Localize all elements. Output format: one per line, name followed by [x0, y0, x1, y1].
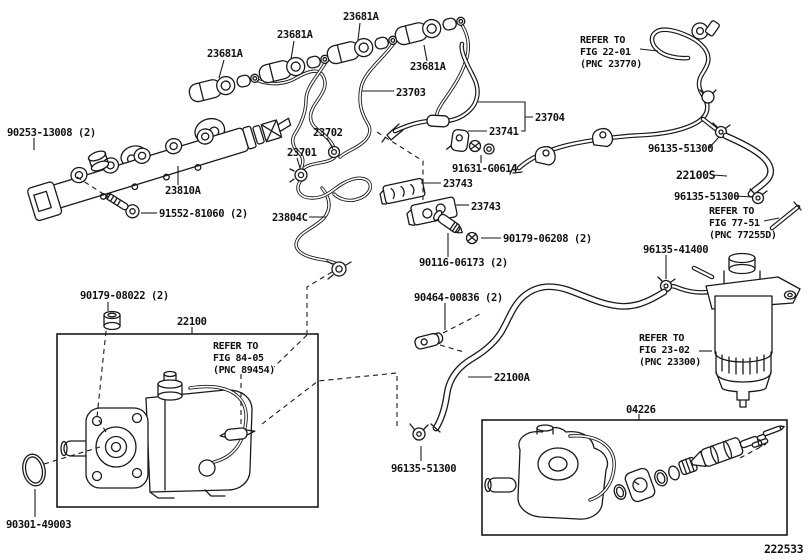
part-label-23702[interactable]: 23702: [313, 127, 343, 139]
injector-holder-icon: [394, 16, 466, 46]
pipe-clamp-icon: [445, 128, 470, 153]
banjo-bolt-icon: [691, 20, 720, 40]
refer-note-fig-22-01: REFER TO FIG 22-01 (PNC 23770): [580, 35, 642, 70]
refer-line: (PNC 77255D): [709, 230, 776, 241]
grommet-nut-icon: [465, 231, 479, 245]
part-label-90179-08022[interactable]: 90179-08022 (2): [80, 290, 169, 302]
part-label-96135-41400[interactable]: 96135-41400: [643, 244, 709, 256]
hose-clip-icon: [409, 423, 429, 441]
part-label-90464-00836[interactable]: 90464-00836 (2): [414, 292, 503, 304]
part-label-23681a[interactable]: 23681A: [277, 29, 314, 41]
part-label-22100[interactable]: 22100: [177, 316, 207, 328]
pump-sensor-icon: [219, 427, 256, 441]
part-label-23743[interactable]: 23743: [471, 201, 501, 213]
leader-lines: [33, 22, 780, 517]
pipe-clip-icon: [699, 89, 717, 104]
grommets-drawing: [379, 177, 479, 245]
refer-line: (PNC 89454): [213, 365, 275, 376]
refer-line: FIG 23-02: [639, 345, 690, 356]
hose-clip-icon: [749, 188, 768, 205]
part-label-96135-51300[interactable]: 96135-51300: [674, 191, 740, 203]
refer-line: REFER TO: [213, 341, 258, 352]
part-label-23681a[interactable]: 23681A: [343, 11, 380, 23]
part-label-96135-51300[interactable]: 96135-51300: [391, 463, 457, 475]
part-label-23681a[interactable]: 23681A: [410, 61, 447, 73]
part-label-22100a[interactable]: 22100A: [494, 372, 531, 384]
part-label-23810a[interactable]: 23810A: [165, 185, 202, 197]
union-bolt-icon: [326, 260, 352, 280]
dashed-lines: [43, 131, 767, 465]
pipe-grommet-icon: [379, 177, 426, 205]
pipe-bracket-icon: [591, 127, 614, 148]
refer-notes: REFER TO FIG 22-01 (PNC 23770) REFER TO …: [213, 35, 777, 376]
refer-line: FIG 84-05: [213, 353, 264, 364]
refer-note-fig-23-02: REFER TO FIG 23-02 (PNC 23300): [639, 333, 701, 368]
injection-pump-drawing: [60, 370, 256, 499]
refer-line: REFER TO: [580, 35, 625, 46]
pipe-nut-icon: [294, 168, 308, 182]
part-labels: 90253-13008 (2) 23681A 23681A 23681A 236…: [6, 11, 804, 556]
injection-pipes-drawing: [254, 23, 470, 280]
refer-line: (PNC 23300): [639, 357, 701, 368]
fuel-filter-drawing: [657, 252, 801, 408]
part-label-91552-81060[interactable]: 91552-81060 (2): [159, 208, 248, 220]
clamp-bolt-icon: [468, 139, 495, 155]
kit-parts-drawing: [613, 425, 785, 503]
part-label-23741[interactable]: 23741: [489, 126, 519, 138]
hose-clip-icon: [712, 122, 731, 139]
fuel-rail-drawing: [27, 117, 292, 222]
part-label-23804c[interactable]: 23804C: [272, 212, 308, 224]
injector-holder-icon: [188, 73, 260, 103]
part-label-23703[interactable]: 23703: [396, 87, 426, 99]
refer-line: REFER TO: [709, 206, 754, 217]
kit-pump-drawing: [484, 424, 616, 520]
main-hose-drawing: [409, 283, 668, 441]
part-label-23701[interactable]: 23701: [287, 147, 317, 159]
pump-nut-icon: [103, 310, 121, 331]
refer-line: FIG 22-01: [580, 47, 631, 58]
drawing-number: 222533: [764, 542, 804, 556]
part-label-90179-06208[interactable]: 90179-06208 (2): [503, 233, 592, 245]
kit-box: [481, 419, 788, 536]
return-pipe-drawing: [509, 20, 802, 231]
pipe-bracket-icon: [534, 146, 556, 166]
injector-holder-icon: [258, 54, 330, 84]
part-label-23743[interactable]: 23743: [443, 178, 473, 190]
o-ring-icon: [22, 453, 46, 487]
union-nut-icon: [87, 150, 110, 172]
part-label-04226[interactable]: 04226: [626, 404, 656, 416]
pump-box: [22, 310, 319, 508]
part-label-22100s[interactable]: 22100S: [676, 168, 716, 182]
part-label-90116-06173[interactable]: 90116-06173 (2): [419, 257, 508, 269]
part-label-96135-51300[interactable]: 96135-51300: [648, 143, 714, 155]
part-label-23681a[interactable]: 23681A: [207, 48, 244, 60]
grommet-bolt-icon: [433, 209, 463, 234]
part-label-91631-g0614[interactable]: 91631-G0614: [452, 163, 518, 175]
refer-line: REFER TO: [639, 333, 684, 344]
refer-line: FIG 77-51: [709, 218, 760, 229]
part-label-90301-49003[interactable]: 90301-49003: [6, 519, 72, 531]
refer-note-fig-84-05: REFER TO FIG 84-05 (PNC 89454): [213, 341, 275, 376]
pipe-tip-icon: [381, 123, 404, 143]
kit-plunger-icon: [690, 433, 767, 468]
injector-holders-drawing: [188, 16, 466, 103]
part-label-90253-13008[interactable]: 90253-13008 (2): [7, 127, 96, 139]
hose-clamp-icon: [414, 332, 444, 350]
injector-holder-icon: [326, 35, 398, 65]
pipe-union-icon: [327, 145, 341, 159]
part-label-23704[interactable]: 23704: [535, 112, 565, 124]
rail-bolt-icon: [105, 193, 140, 219]
leak-pipe-drawing: [381, 41, 495, 155]
refer-note-fig-77-51: REFER TO FIG 77-51 (PNC 77255D): [709, 206, 777, 241]
refer-line: (PNC 23770): [580, 59, 642, 70]
